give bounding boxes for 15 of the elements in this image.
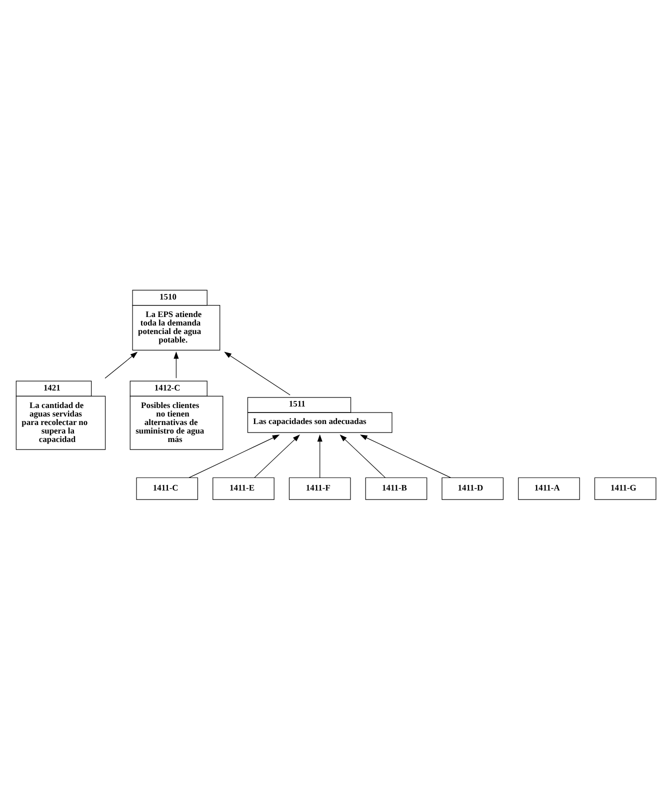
arrow: [104, 351, 138, 378]
node-box: 1411-D: [442, 476, 504, 500]
node-box: 1411-F: [288, 476, 351, 500]
node-box: 1411-A: [518, 476, 580, 500]
node-box: 1411-C: [136, 476, 198, 500]
arrow: [224, 351, 290, 395]
node-box: 1411-B: [365, 476, 428, 500]
arrow: [340, 434, 386, 478]
node-box: 1411-G: [594, 476, 656, 500]
arrow: [174, 350, 179, 378]
arrow: [317, 434, 322, 478]
arrow: [188, 434, 280, 478]
arrow: [254, 434, 300, 478]
node-box: 1411-E: [212, 476, 274, 500]
arrow: [360, 434, 452, 478]
